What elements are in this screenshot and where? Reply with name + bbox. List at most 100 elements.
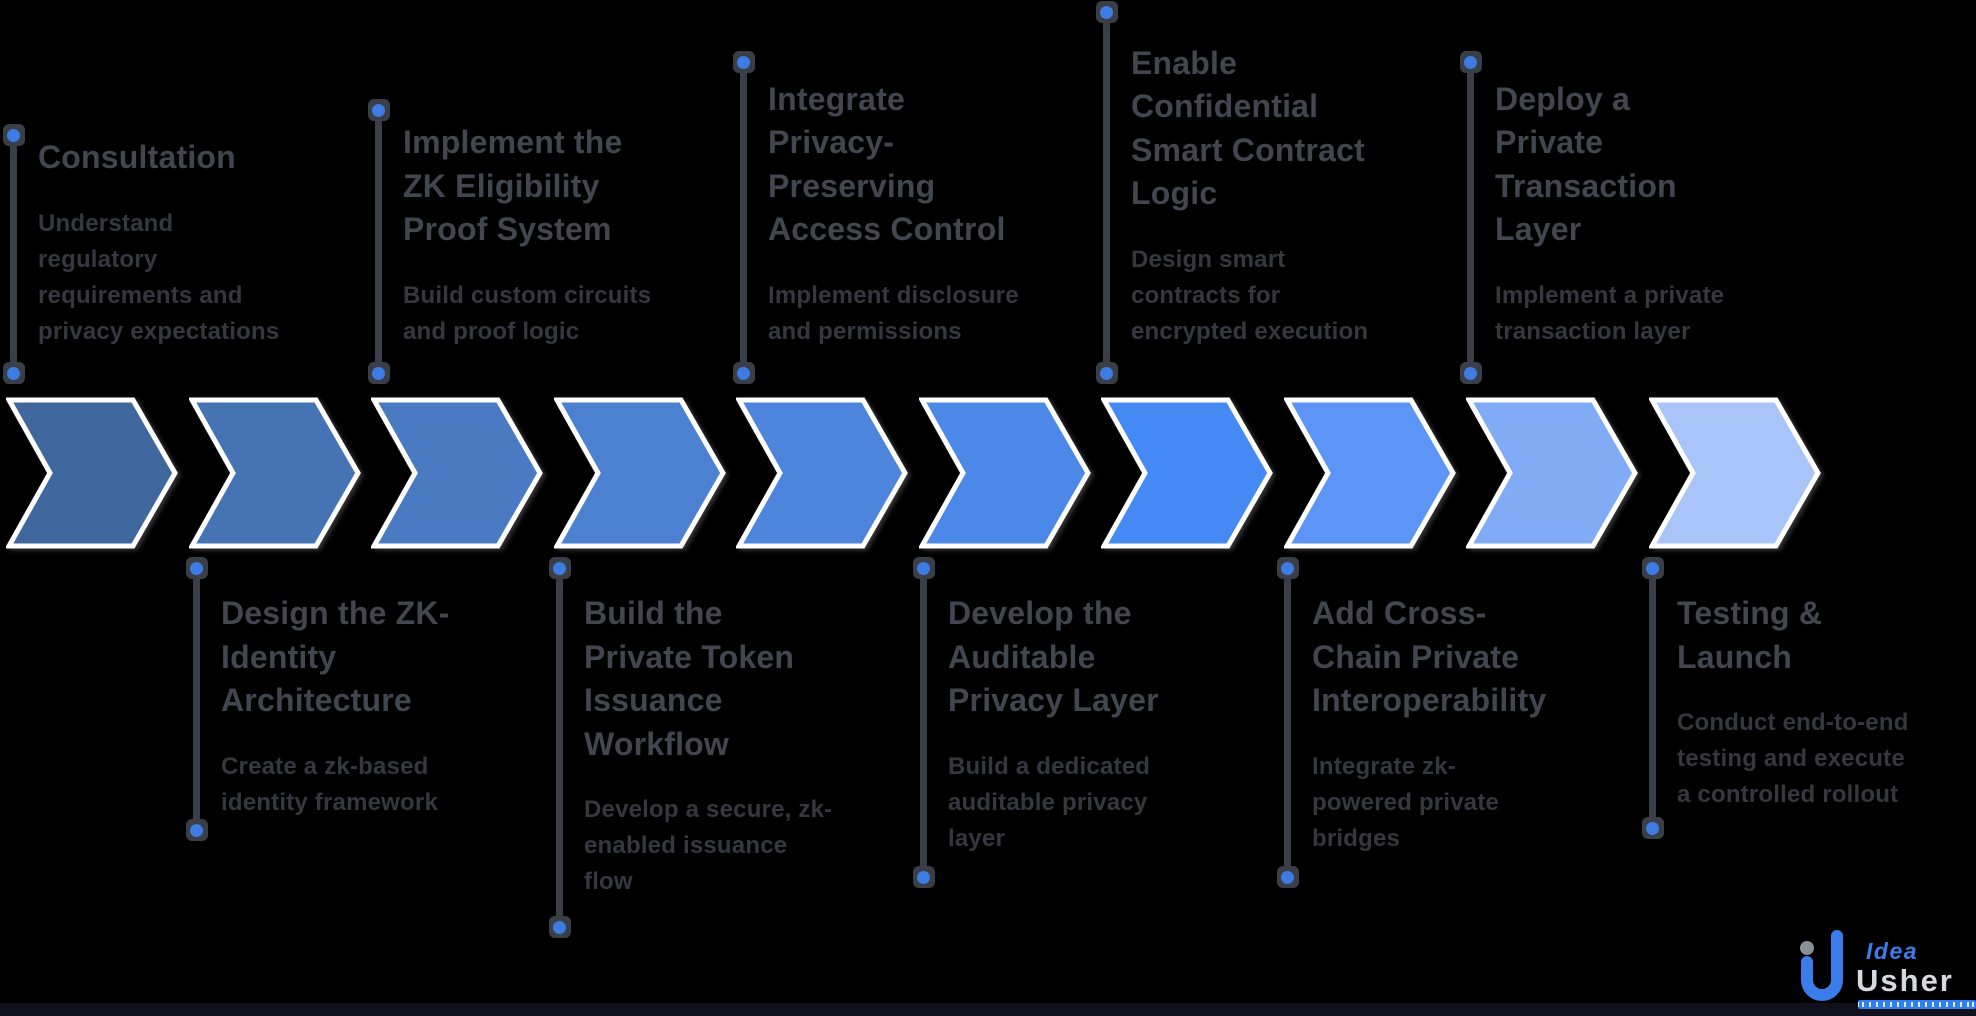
marker-dot-icon — [1100, 366, 1113, 380]
chevron-step-10 — [1648, 397, 1821, 549]
marker-cap — [1459, 51, 1482, 73]
marker-dot-icon — [190, 561, 203, 575]
chevron-shape — [371, 397, 543, 549]
marker-cap — [1459, 362, 1482, 384]
marker-cap — [185, 819, 208, 841]
marker-dot-icon — [372, 366, 385, 380]
step-title: Develop the Auditable Privacy Layer — [948, 595, 1159, 719]
chevron-shape — [918, 397, 1091, 549]
chevron-step-2 — [188, 397, 361, 549]
step-title: Consultation — [38, 139, 236, 176]
idea-usher-logo: Idea Usher — [1796, 926, 1976, 1009]
chevron-step-7 — [1101, 397, 1273, 549]
marker-dot-icon — [1646, 821, 1659, 835]
marker-dot-icon — [1281, 870, 1294, 884]
marker-dot-icon — [190, 823, 203, 837]
logo-tagline-bar — [1858, 999, 1976, 1009]
marker-line — [740, 62, 747, 373]
step-title: Add Cross- Chain Private Interoperabilit… — [1312, 595, 1547, 719]
logo-text: Idea Usher — [1850, 926, 1976, 1009]
chevron-step-8 — [1283, 397, 1456, 549]
step-label-3: Implement the ZK Eligibility Proof Syste… — [403, 121, 713, 350]
footer-strip — [0, 1003, 1976, 1016]
marker-cap — [185, 557, 208, 579]
step-description: Create a zk-based identity framework — [221, 752, 438, 816]
step-label-4: Build the Private Token Issuance Workflo… — [584, 592, 894, 900]
marker-dot-icon — [737, 55, 750, 69]
step-description: Build custom circuits and proof logic — [403, 282, 652, 345]
chevron-step-5 — [736, 397, 908, 549]
marker-cap — [548, 916, 571, 938]
marker-cap — [1095, 1, 1118, 23]
step-title: Enable Confidential Smart Contract Logic — [1131, 44, 1365, 212]
step-description: Develop a secure, zk- enabled issuance f… — [584, 796, 833, 896]
chevron-step-9 — [1466, 397, 1638, 549]
marker-cap — [2, 124, 25, 146]
step-label-5: Integrate Privacy- Preserving Access Con… — [768, 78, 1078, 350]
marker-cap — [367, 362, 390, 384]
step-description: Implement disclosure and permissions — [768, 282, 1019, 345]
marker-line — [10, 135, 17, 373]
step-title: Deploy a Private Transaction Layer — [1495, 80, 1677, 248]
chevron-shape — [553, 397, 726, 549]
chevron-step-1 — [6, 397, 178, 549]
brand-name-idea: Idea — [1866, 938, 1919, 964]
marker-dot-icon — [7, 366, 20, 380]
step-title: Integrate Privacy- Preserving Access Con… — [768, 80, 1006, 248]
marker-cap — [2, 362, 25, 384]
marker-cap — [1641, 817, 1664, 839]
step-description: Integrate zk- powered private bridges — [1312, 752, 1500, 852]
step-label-8: Add Cross- Chain Private Interoperabilit… — [1312, 592, 1622, 857]
marker-cap — [912, 557, 935, 579]
marker-cap — [1641, 557, 1664, 579]
brand-name-usher: Usher — [1856, 963, 1954, 998]
marker-line — [1649, 568, 1656, 828]
step-description: Build a dedicated auditable privacy laye… — [948, 752, 1151, 852]
chevron-shape — [6, 397, 178, 549]
marker-dot-icon — [1464, 55, 1477, 69]
marker-line — [556, 568, 563, 927]
step-title: Build the Private Token Issuance Workflo… — [584, 595, 795, 762]
marker-cap — [732, 51, 755, 73]
marker-dot-icon — [917, 870, 930, 884]
chevron-shape — [1283, 397, 1456, 549]
marker-dot-icon — [553, 920, 566, 934]
marker-line — [375, 110, 382, 373]
chevron-shape — [1648, 397, 1821, 549]
chevron-shape — [1101, 397, 1273, 549]
step-description: Implement a private transaction layer — [1495, 282, 1725, 345]
marker-dot-icon — [1100, 5, 1113, 19]
marker-cap — [732, 362, 755, 384]
step-description: Design smart contracts for encrypted exe… — [1131, 246, 1369, 345]
marker-line — [193, 568, 200, 830]
marker-dot-icon — [372, 103, 385, 117]
chevron-shape — [1466, 397, 1638, 549]
chevron-step-6 — [918, 397, 1091, 549]
step-title: Design the ZK- Identity Architecture — [221, 595, 450, 719]
chevron-shape — [188, 397, 361, 549]
chevron-step-4 — [553, 397, 726, 549]
iu-monogram-icon — [1796, 926, 1848, 1009]
marker-line — [1284, 568, 1291, 877]
marker-line — [1467, 62, 1474, 373]
step-title: Testing & Launch — [1677, 595, 1823, 675]
marker-line — [1103, 12, 1110, 373]
step-label-7: Enable Confidential Smart Contract Logic… — [1131, 42, 1441, 350]
marker-dot-icon — [553, 561, 566, 575]
marker-line — [920, 568, 927, 877]
marker-dot-icon — [917, 561, 930, 575]
marker-cap — [1095, 362, 1118, 384]
step-description: Conduct end-to-end testing and execute a… — [1677, 709, 1909, 809]
marker-cap — [548, 557, 571, 579]
marker-cap — [1276, 866, 1299, 888]
marker-cap — [912, 866, 935, 888]
marker-cap — [1276, 557, 1299, 579]
marker-cap — [367, 99, 390, 121]
marker-dot-icon — [1281, 561, 1294, 575]
step-description: Understand regulatory requirements and p… — [38, 210, 280, 345]
marker-dot-icon — [7, 128, 20, 142]
